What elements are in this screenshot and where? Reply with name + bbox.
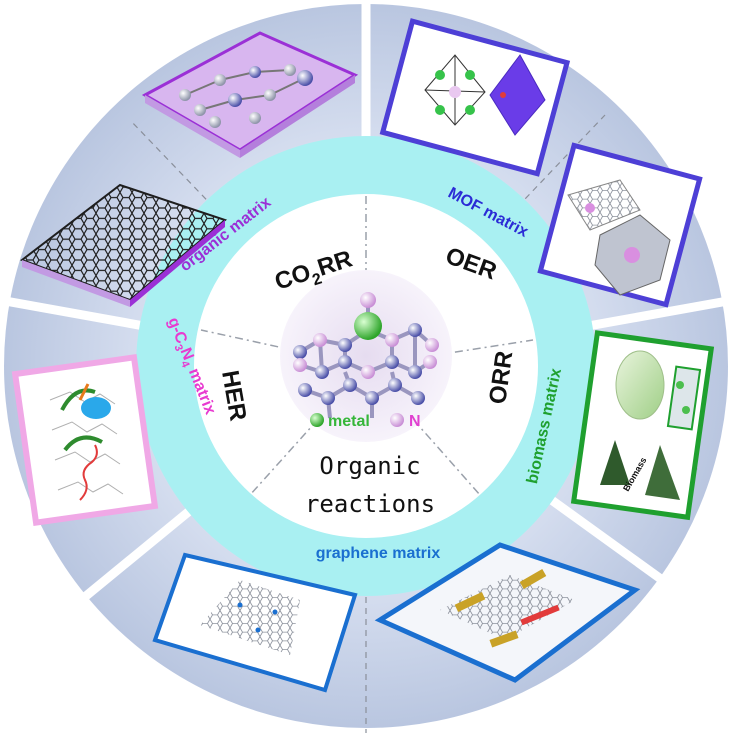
graphene-matrix-image-2	[152, 552, 358, 693]
metal-center-icon	[81, 397, 111, 419]
gcn-matrix-image	[11, 353, 159, 527]
biomass-matrix-image: Biomass	[570, 330, 715, 521]
mof-matrix-image-2	[537, 142, 703, 308]
n-legend-label: N	[409, 413, 421, 430]
metal-legend-label: metal	[328, 413, 370, 430]
central-molecule-image	[293, 292, 439, 419]
n-legend-icon	[390, 413, 404, 427]
organic-matrix-image-2	[19, 183, 228, 307]
metal-legend-icon	[310, 413, 324, 427]
organic-reactions-line1: Organic	[319, 452, 420, 480]
core-legend: metal N	[310, 413, 421, 430]
mof-matrix-image-1	[379, 18, 571, 177]
graphene-matrix-label: graphene matrix	[316, 545, 441, 562]
organic-reactions-line2: reactions	[305, 490, 435, 518]
graphene-matrix-image-1	[374, 542, 641, 683]
organic-matrix-image-1	[141, 31, 359, 158]
